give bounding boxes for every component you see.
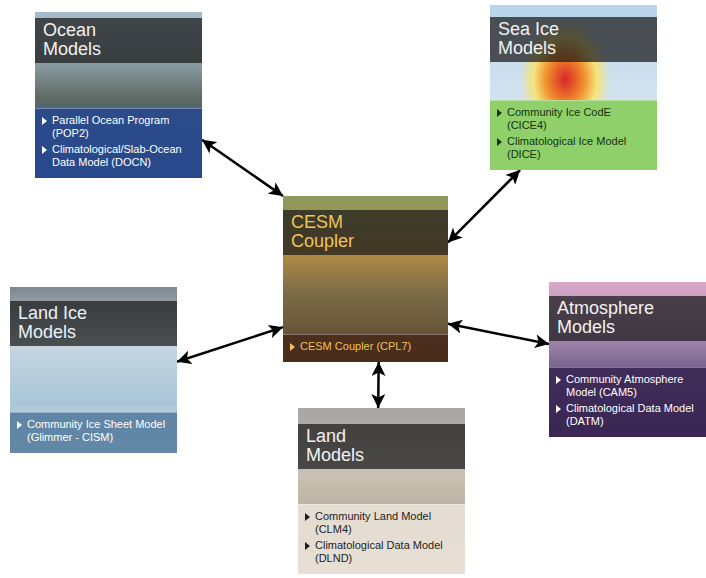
photo-area <box>283 255 448 334</box>
double-arrow <box>448 170 520 242</box>
model-item: Climatological Data Model (DATM) <box>555 402 700 428</box>
header-band: Ocean Models <box>35 18 202 63</box>
model-item: CESM Coupler (CPL7) <box>289 340 442 353</box>
model-item: Climatological/Slab-Ocean Data Model (DO… <box>41 143 196 169</box>
panel-title: Sea Ice Models <box>498 20 588 58</box>
model-list: CESM Coupler (CPL7) <box>283 334 448 362</box>
model-item: Climatological Data Model (DLND) <box>304 539 459 565</box>
model-list: Community Ice CodE (CICE4) Climatological… <box>490 100 657 170</box>
photo-area <box>549 341 706 367</box>
model-item: Climatological Ice Model (DICE) <box>496 135 651 161</box>
component-panel: Atmosphere ModelsCommunity Atmosphere Mo… <box>549 282 706 437</box>
photo-strip <box>298 408 465 424</box>
model-item: Community Ice CodE (CICE4) <box>496 106 651 132</box>
model-list: Community Ice Sheet Model (Glimmer - CIS… <box>10 412 177 453</box>
model-item: Parallel Ocean Program (POP2) <box>41 114 196 140</box>
panel-title: Land Ice Models <box>18 304 108 342</box>
component-panel: Land Ice ModelsCommunity Ice Sheet Model… <box>10 287 177 453</box>
photo-area <box>35 63 202 108</box>
panel-title: Atmosphere Models <box>557 299 647 337</box>
photo-strip <box>490 5 657 17</box>
header-band: Sea Ice Models <box>490 17 657 62</box>
model-list: Community Atmosphere Model (CAM5) Climato… <box>549 367 706 437</box>
photo-area <box>10 346 177 412</box>
double-arrow <box>377 362 380 408</box>
model-list: Parallel Ocean Program (POP2) Climatologi… <box>35 108 202 178</box>
photo-strip <box>10 287 177 301</box>
component-panel: CESM CouplerCESM Coupler (CPL7) <box>283 196 448 362</box>
header-band: Atmosphere Models <box>549 296 706 341</box>
photo-area <box>298 469 465 504</box>
model-item: Community Ice Sheet Model (Glimmer - CIS… <box>16 418 171 444</box>
panel-title: Ocean Models <box>43 21 133 59</box>
component-panel: Land ModelsCommunity Land Model (CLM4) Cl… <box>298 408 465 574</box>
photo-strip <box>549 282 706 296</box>
header-band: CESM Coupler <box>283 210 448 255</box>
photo-area <box>490 62 657 100</box>
panel-title: CESM Coupler <box>291 213 381 251</box>
model-list: Community Land Model (CLM4) Climatologica… <box>298 504 465 574</box>
component-panel: Ocean ModelsParallel Ocean Program (POP2… <box>35 12 202 178</box>
double-arrow <box>177 327 283 362</box>
component-panel: Sea Ice ModelsCommunity Ice CodE (CICE4)… <box>490 5 657 170</box>
double-arrow <box>202 140 283 196</box>
model-item: Community Atmosphere Model (CAM5) <box>555 373 700 399</box>
panel-title: Land Models <box>306 427 396 465</box>
model-item: Community Land Model (CLM4) <box>304 510 459 536</box>
header-band: Land Models <box>298 424 465 469</box>
photo-strip <box>283 196 448 210</box>
header-band: Land Ice Models <box>10 301 177 346</box>
double-arrow <box>448 324 549 344</box>
